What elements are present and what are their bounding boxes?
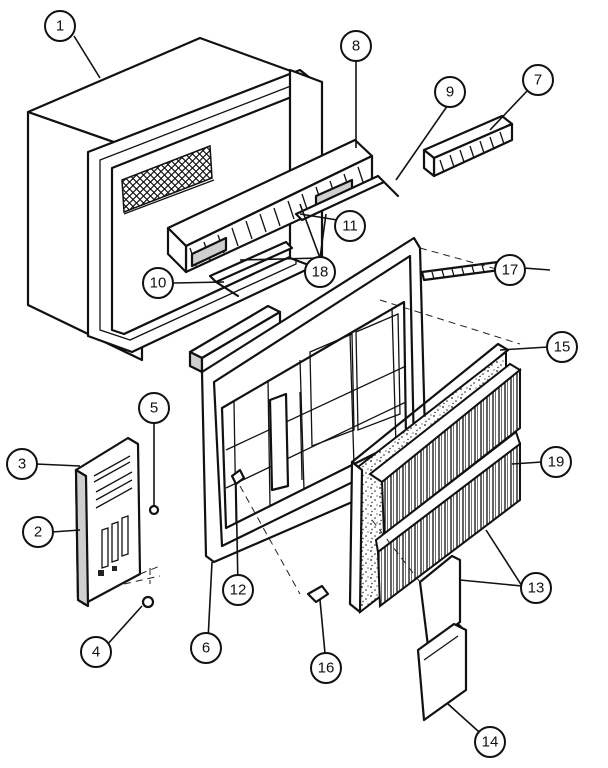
callout-5: 5 — [138, 392, 170, 424]
svg-text:15: 15 — [554, 339, 571, 356]
callout-17: 17 — [494, 254, 526, 286]
svg-text:4: 4 — [92, 644, 100, 661]
callout-1: 1 — [44, 10, 76, 42]
svg-text:13: 13 — [528, 580, 545, 597]
callout-8: 8 — [340, 30, 372, 62]
callout-13: 13 — [520, 572, 552, 604]
svg-text:14: 14 — [482, 734, 499, 751]
coil-fins — [368, 362, 522, 608]
svg-text:5: 5 — [150, 400, 158, 417]
access-doors — [416, 554, 468, 722]
callout-15: 15 — [546, 331, 578, 363]
callout-16: 16 — [310, 652, 342, 684]
callout-3: 3 — [6, 448, 38, 480]
svg-text:11: 11 — [342, 218, 358, 235]
louver-rods — [208, 174, 400, 298]
svg-text:7: 7 — [534, 72, 542, 89]
callout-12: 12 — [222, 574, 254, 606]
callout-2: 2 — [22, 516, 54, 548]
upper-louver-assembly — [166, 138, 374, 274]
svg-text:17: 17 — [502, 262, 519, 279]
callout-6: 6 — [190, 632, 222, 664]
callout-11: 11 — [334, 210, 366, 242]
callout-19: 19 — [540, 446, 572, 478]
leader-lines — [35, 35, 551, 741]
svg-text:9: 9 — [446, 84, 454, 101]
control-panel — [74, 436, 142, 608]
svg-text:18: 18 — [312, 264, 329, 281]
small-parts — [141, 468, 330, 609]
callout-14: 14 — [474, 726, 506, 758]
small-louver — [422, 114, 514, 178]
callout-4: 4 — [80, 636, 112, 668]
alignment-lines — [239, 247, 521, 595]
callout-9: 9 — [434, 76, 466, 108]
svg-text:19: 19 — [548, 454, 565, 471]
callout-7: 7 — [522, 64, 554, 96]
svg-text:3: 3 — [18, 456, 26, 473]
svg-text:2: 2 — [34, 524, 42, 541]
rod — [420, 260, 502, 282]
svg-text:6: 6 — [202, 640, 210, 657]
svg-text:1: 1 — [56, 18, 64, 35]
callout-18: 18 — [304, 256, 336, 288]
svg-text:8: 8 — [352, 38, 360, 55]
svg-text:12: 12 — [230, 582, 247, 599]
svg-text:16: 16 — [318, 660, 335, 677]
svg-text:10: 10 — [150, 275, 167, 292]
callout-10: 10 — [142, 267, 174, 299]
